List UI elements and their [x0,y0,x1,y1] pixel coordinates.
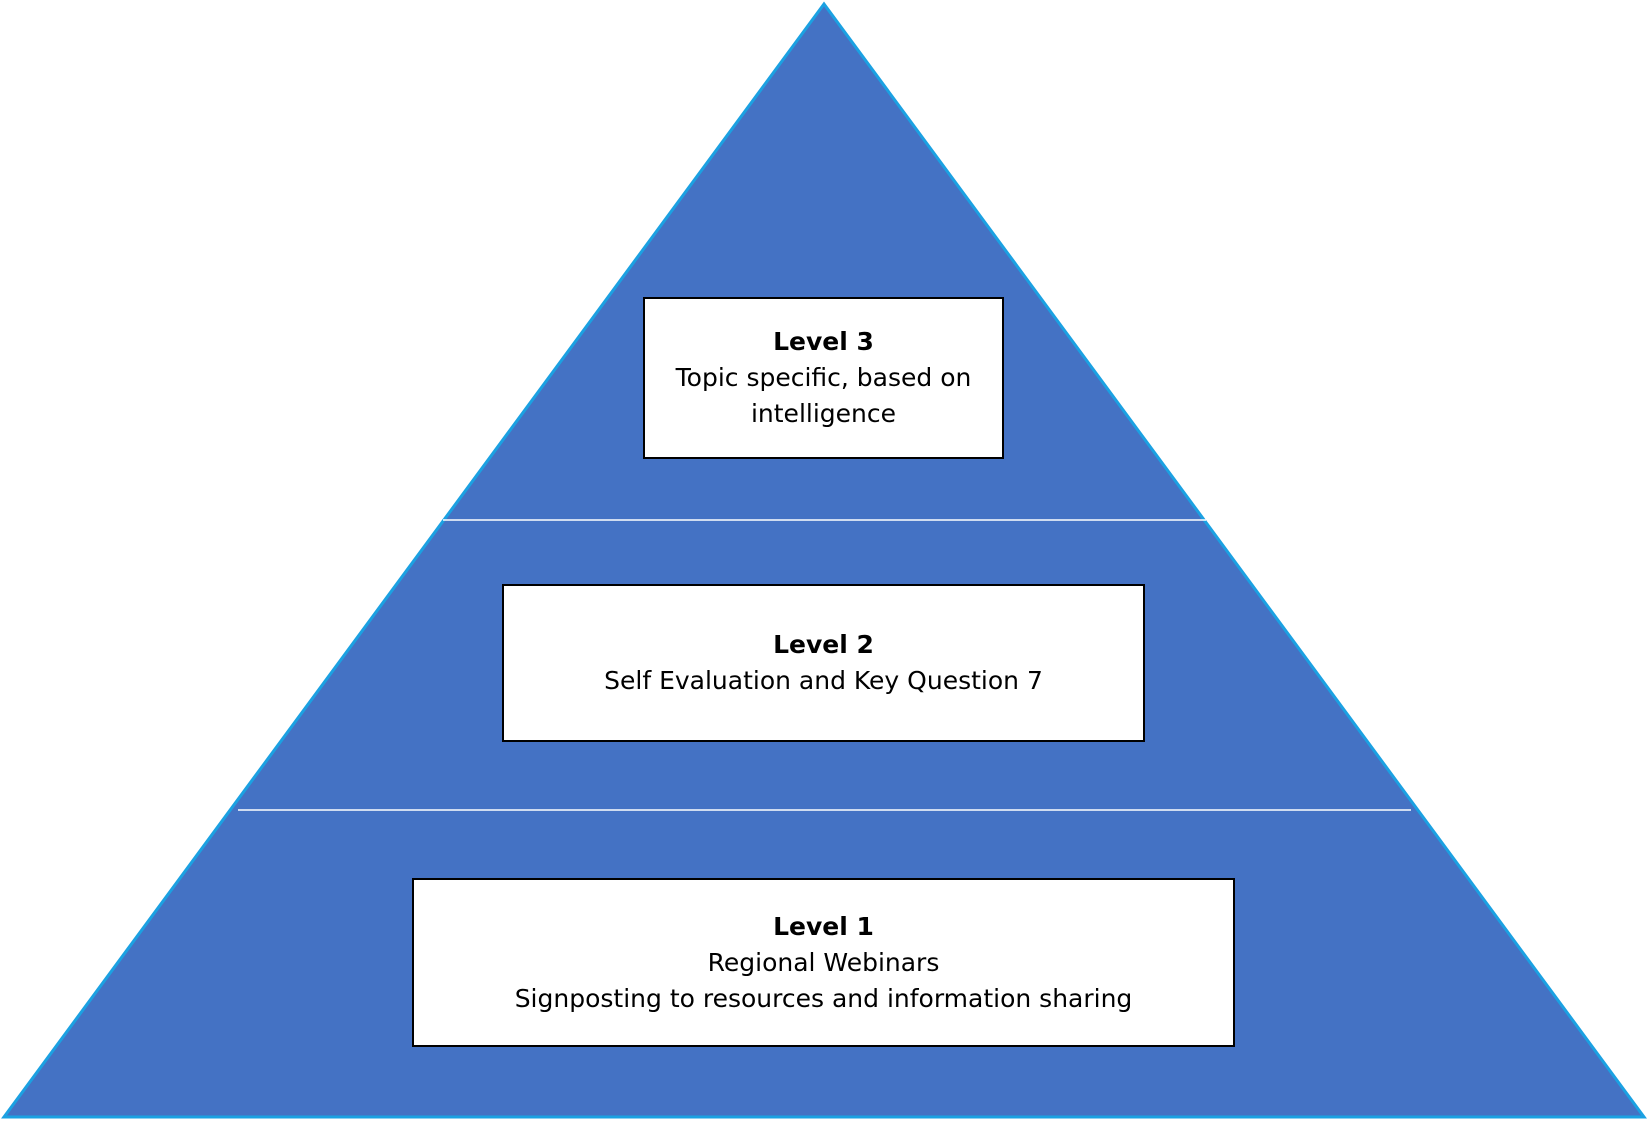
level-3-line-1: Topic specific, based on [675,363,972,392]
level-3-title: Level 3 [773,327,874,356]
level-2-line-1: Self Evaluation and Key Question 7 [604,666,1043,695]
level-1-box: Level 1 Regional Webinars Signposting to… [412,878,1235,1047]
level-3-box: Level 3 Topic specific, based on intelli… [643,297,1004,459]
level-2-title: Level 2 [773,630,874,659]
level-1-line-2: Signposting to resources and information… [514,983,1133,1013]
level-1-title: Level 1 [773,911,874,941]
level-2-box: Level 2 Self Evaluation and Key Question… [502,584,1145,742]
level-1-line-1: Regional Webinars [707,947,940,977]
level-3-line-2: intelligence [750,399,897,428]
